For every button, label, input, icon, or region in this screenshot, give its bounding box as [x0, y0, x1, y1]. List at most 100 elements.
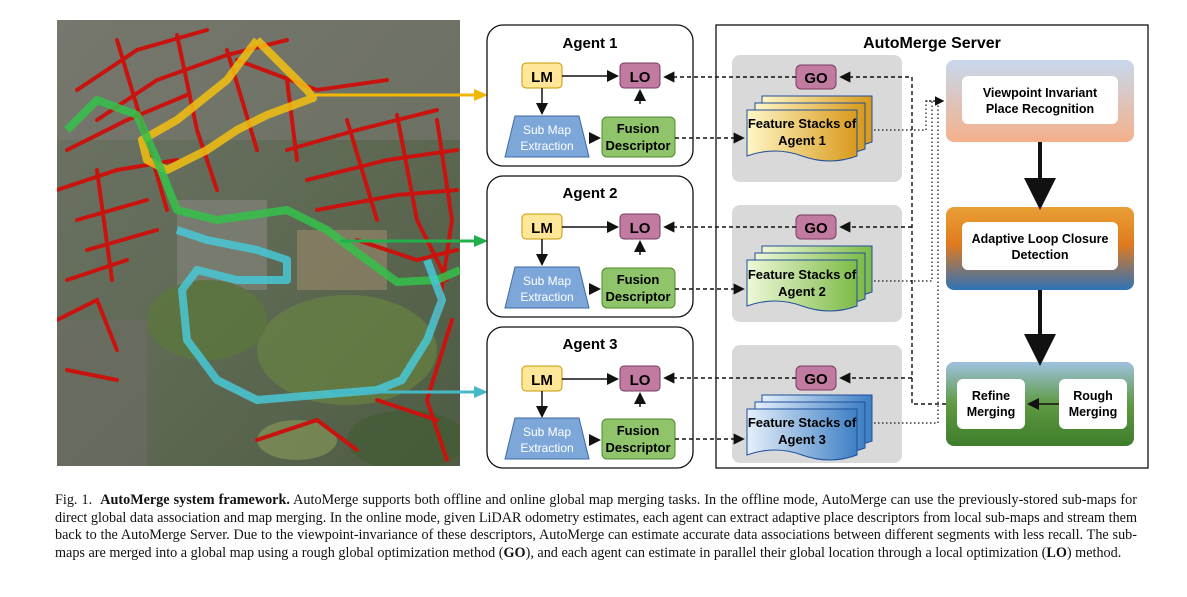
agents-1-lo-text: LO: [630, 220, 651, 237]
path-shape: [285, 78, 299, 162]
server-refine-1-text: Merging: [967, 405, 1016, 419]
path-shape: [57, 297, 119, 352]
agents-0-lo-text: LO: [630, 69, 651, 86]
agents-1-fusion-1-text: Descriptor: [605, 289, 670, 304]
agents-0-stack-1-text: Agent 1: [778, 133, 826, 148]
path-shape: [175, 226, 446, 404]
agents-2-submap-0-text: Sub Map: [523, 425, 571, 439]
path-shape: [285, 108, 439, 152]
g-shape: [663, 71, 946, 445]
server-rough-1-text: Merging: [1069, 405, 1118, 419]
agents-0-go-text: GO: [804, 70, 828, 87]
agent-3-submap: [504, 417, 590, 460]
agents-0-submap-1-text: Extraction: [520, 139, 573, 153]
agent-2-lo: [619, 213, 661, 240]
agents-0-stack-0-text: Feature Stacks of: [748, 116, 857, 131]
automerge-server-panel: AutoMerge Server GO GO GO Feature Stacks…: [715, 24, 1149, 469]
agents-1-lm-text: LM: [531, 220, 553, 237]
agents-2-stack-1-text: Agent 3: [778, 432, 826, 447]
server-alcd-1-text: Detection: [1012, 248, 1069, 262]
path-shape: [225, 48, 259, 152]
rect-shape: [1059, 379, 1127, 429]
path-shape: [64, 96, 460, 286]
agents-2-title-text: Agent 3: [562, 336, 617, 353]
agents-1-title-text: Agent 2: [562, 185, 617, 202]
caption-label: Fig. 1.: [55, 492, 93, 508]
agents-1-go-text: GO: [804, 220, 828, 237]
path-shape: [95, 38, 289, 122]
path-shape: [375, 398, 439, 422]
agent-1-panel: Agent 1 LM LO Sub Map Extraction Fusion …: [486, 24, 694, 167]
agent-3-lo: [619, 365, 661, 392]
polyline-shape: [874, 101, 939, 424]
feature-stack-2: Feature Stacks of Agent 2: [746, 245, 873, 312]
path-shape: [315, 188, 459, 212]
path-shape: [85, 228, 159, 252]
agents-1-submap-1-text: Extraction: [520, 290, 573, 304]
agents-0-fusion-1-text: Descriptor: [605, 138, 670, 153]
agents-2-lm-text: LM: [531, 372, 553, 389]
server-refine-0-text: Refine: [972, 389, 1010, 403]
agent-1-lo: [619, 62, 661, 89]
agent-1-submap: [504, 115, 590, 158]
agent-2-fusion: [601, 267, 676, 309]
caption-lo: LO: [1046, 544, 1067, 561]
path-shape: [435, 118, 455, 322]
path-shape: [235, 58, 389, 93]
path-shape: [746, 259, 858, 312]
path-shape: [75, 198, 149, 222]
agents-0-submap-0-text: Sub Map: [523, 123, 571, 137]
caption-go: GO: [503, 544, 526, 561]
caption-text: AutoMerge supports both offline and onli…: [55, 492, 1137, 561]
caption-text-3: ) method.: [1066, 544, 1122, 561]
polygon-shape: [474, 386, 488, 398]
agent-1-title: Agent 1: [562, 35, 617, 52]
rect-shape: [957, 379, 1025, 429]
feature-stack-1: Feature Stacks of Agent 1: [746, 95, 873, 162]
agent-1-fusion: [601, 116, 676, 158]
rect-shape: [57, 320, 147, 466]
server-title: AutoMerge Server: [863, 35, 1001, 52]
agents-2-fusion-0-text: Fusion: [617, 423, 660, 438]
path-shape: [424, 318, 454, 462]
feature-stack-3: Feature Stacks of Agent 3: [746, 394, 873, 461]
path-shape: [75, 28, 209, 92]
g-shape: [874, 96, 945, 424]
agent-3-panel: Agent 3 LM LO Sub Map Extraction Fusion …: [486, 326, 694, 469]
agents-2-lo-text: LO: [630, 372, 651, 389]
path-shape: [345, 118, 379, 222]
server-alcd-0-text: Adaptive Loop Closure: [972, 232, 1109, 246]
g-shape: [57, 28, 459, 462]
server-vpr-1-text: Place Recognition: [986, 102, 1094, 116]
agents-2-stack-0-text: Feature Stacks of: [748, 415, 857, 430]
path-shape: [746, 109, 858, 162]
path-shape: [395, 113, 449, 282]
agents-0-lm-text: LM: [531, 69, 553, 86]
rect-shape: [962, 76, 1118, 124]
path-shape: [65, 258, 129, 282]
rect-shape: [962, 222, 1118, 270]
polygon-shape: [474, 89, 488, 101]
agents-1-stack-0-text: Feature Stacks of: [748, 267, 857, 282]
server-vpr-0-text: Viewpoint Invariant: [983, 86, 1098, 100]
caption-title: AutoMerge system framework.: [100, 492, 290, 508]
agents-1-fusion-0-text: Fusion: [617, 272, 660, 287]
path-shape: [95, 168, 114, 282]
path-shape: [255, 417, 359, 452]
agents-2-submap-1-text: Extraction: [520, 441, 573, 455]
path-shape: [305, 148, 459, 182]
caption-text-2: ), and each agent can estimate in parall…: [525, 544, 1047, 561]
agents-0-fusion-0-text: Fusion: [617, 121, 660, 136]
polyline-shape: [839, 71, 946, 405]
agents-2-fusion-1-text: Descriptor: [605, 440, 670, 455]
path-shape: [355, 238, 459, 263]
path-shape: [65, 368, 119, 382]
agents-1-submap-0-text: Sub Map: [523, 274, 571, 288]
path-shape: [746, 408, 858, 461]
path-shape: [138, 37, 317, 174]
agents-2-go-text: GO: [804, 371, 828, 388]
path-shape: [175, 33, 219, 192]
server-rough-0-text: Rough: [1073, 389, 1113, 403]
path-shape: [65, 93, 189, 152]
agent-2-panel: Agent 2 LM LO Sub Map Extraction Fusion …: [486, 175, 694, 318]
